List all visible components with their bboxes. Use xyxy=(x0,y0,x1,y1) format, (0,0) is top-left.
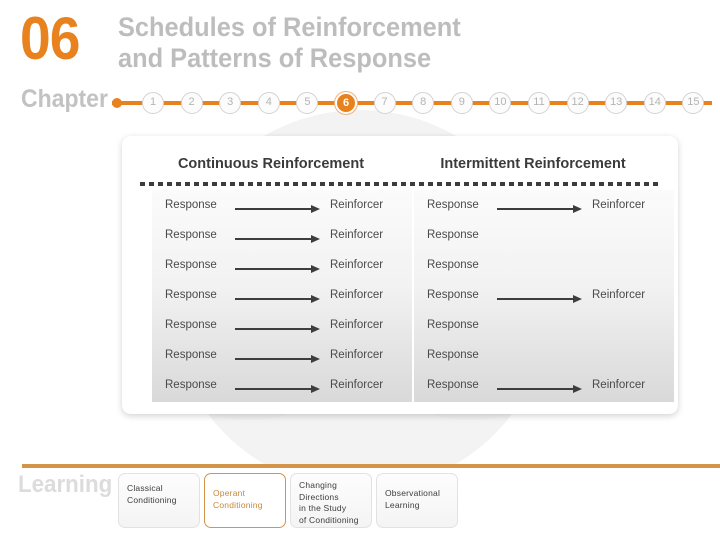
response-label: Response xyxy=(427,199,479,211)
arrow-right-icon xyxy=(497,295,585,304)
heading-continuous-reinforcement: Continuous Reinforcement xyxy=(177,156,365,172)
reinforcement-row: Response Reinforcer xyxy=(152,258,412,288)
reinforcer-label: Reinforcer xyxy=(592,289,646,301)
footer-card-1[interactable]: Operant Conditioning xyxy=(204,473,286,528)
arrow-right-icon xyxy=(235,235,323,244)
reinforcement-row: Response xyxy=(414,318,674,348)
timeline-node-13[interactable]: 13 xyxy=(605,92,628,114)
response-label: Response xyxy=(165,349,217,361)
response-label: Response xyxy=(427,379,479,391)
reinforcement-row: Response Reinforcer xyxy=(414,288,674,318)
response-label: Response xyxy=(427,319,479,331)
reinforcer-label: Reinforcer xyxy=(330,379,384,391)
reinforcer-label: Reinforcer xyxy=(330,349,384,361)
timeline-node-1[interactable]: 1 xyxy=(142,92,164,114)
timeline-node-12[interactable]: 12 xyxy=(566,92,589,114)
footer-section-label: Learning xyxy=(18,471,113,498)
timeline-node-10[interactable]: 10 xyxy=(489,92,512,114)
arrow-right-icon xyxy=(235,205,323,214)
reinforcement-row: Response xyxy=(414,348,674,378)
reinforcement-row: Response Reinforcer xyxy=(152,228,412,258)
reinforcer-label: Reinforcer xyxy=(330,199,384,211)
reinforcement-row: Response Reinforcer xyxy=(152,318,412,348)
response-label: Response xyxy=(427,289,479,301)
response-label: Response xyxy=(165,289,217,301)
heading-intermittent-reinforcement: Intermittent Reinforcement xyxy=(440,156,626,172)
arrow-right-icon xyxy=(497,385,585,394)
reinforcement-row: Response xyxy=(414,228,674,258)
timeline-node-6[interactable]: 6 xyxy=(335,92,357,114)
arrow-right-icon xyxy=(497,205,585,214)
footer-card-2[interactable]: Changing Directions in the Study of Cond… xyxy=(290,473,372,528)
reinforcer-label: Reinforcer xyxy=(330,289,384,301)
timeline-node-4[interactable]: 4 xyxy=(257,92,280,114)
reinforcer-label: Reinforcer xyxy=(592,379,646,391)
response-label: Response xyxy=(427,259,479,271)
reinforcement-row: Response Reinforcer xyxy=(414,378,674,408)
timeline-node-7[interactable]: 7 xyxy=(373,92,396,114)
footer-card-0[interactable]: Classical Conditioning xyxy=(118,473,200,528)
reinforcement-row: Response Reinforcer xyxy=(152,288,412,318)
reinforcement-row: Response Reinforcer xyxy=(152,348,412,378)
reinforcement-row: Response xyxy=(414,258,674,288)
response-label: Response xyxy=(165,379,217,391)
arrow-right-icon xyxy=(235,295,323,304)
arrow-right-icon xyxy=(235,385,323,394)
reinforcer-label: Reinforcer xyxy=(330,229,384,241)
reinforcement-row: Response Reinforcer xyxy=(152,378,412,408)
chapter-number: 06 xyxy=(20,5,80,72)
response-label: Response xyxy=(165,229,217,241)
timeline-node-14[interactable]: 14 xyxy=(643,92,666,114)
response-label: Response xyxy=(165,259,217,271)
timeline-node-2[interactable]: 2 xyxy=(180,92,203,114)
timeline-node-5[interactable]: 5 xyxy=(296,92,319,114)
footer-rule xyxy=(22,464,720,468)
footer-card-3[interactable]: Observational Learning xyxy=(376,473,458,528)
slide-header: 06 Chapter Schedules of Reinforcement an… xyxy=(0,0,720,125)
arrow-right-icon xyxy=(235,325,323,334)
reinforcer-label: Reinforcer xyxy=(330,319,384,331)
timeline-node-3[interactable]: 3 xyxy=(219,92,242,114)
reinforcement-row: Response Reinforcer xyxy=(414,198,674,228)
dashed-divider xyxy=(140,182,660,186)
response-label: Response xyxy=(427,349,479,361)
page-title: Schedules of Reinforcement and Patterns … xyxy=(118,12,461,73)
response-label: Response xyxy=(165,199,217,211)
arrow-right-icon xyxy=(235,355,323,364)
reinforcement-row: Response Reinforcer xyxy=(152,198,412,228)
panel-headings: Continuous Reinforcement Intermittent Re… xyxy=(122,156,678,178)
timeline-node-9[interactable]: 9 xyxy=(450,92,473,114)
arrow-right-icon xyxy=(235,265,323,274)
response-label: Response xyxy=(165,319,217,331)
timeline-node-15[interactable]: 15 xyxy=(682,92,705,114)
content-panel: Continuous Reinforcement Intermittent Re… xyxy=(122,136,678,414)
timeline-node-8[interactable]: 8 xyxy=(412,92,435,114)
timeline-node-11[interactable]: 11 xyxy=(528,92,550,114)
reinforcer-label: Reinforcer xyxy=(592,199,646,211)
chapter-word-label: Chapter xyxy=(21,85,108,113)
reinforcer-label: Reinforcer xyxy=(330,259,384,271)
response-label: Response xyxy=(427,229,479,241)
timeline-rail xyxy=(112,101,712,105)
timeline-start-dot xyxy=(112,98,122,108)
